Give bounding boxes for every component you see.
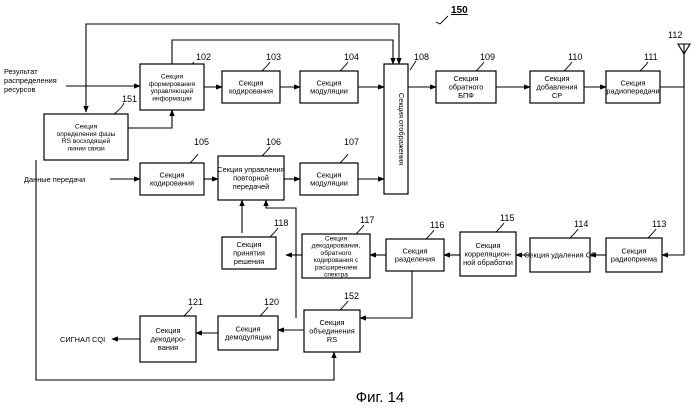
- block-106: Секция управленияповторнойпередачей106: [217, 137, 284, 200]
- block-116: Секцияразделения116: [386, 220, 444, 271]
- block-ref-number: 111: [644, 52, 658, 62]
- output-cqi-signal: СИГНАЛ CQI: [60, 335, 105, 344]
- block-ref-number: 103: [266, 52, 281, 62]
- block-103: Секциякодирования103: [222, 52, 281, 103]
- block-label-line: RS восходящей: [62, 137, 111, 145]
- block-label-line: ной обработки: [463, 258, 513, 267]
- svg-text:распределения: распределения: [4, 76, 57, 85]
- block-ref-number: 118: [274, 218, 288, 228]
- block-104: Секциямодуляции104: [300, 52, 359, 103]
- antenna-ref: 112: [668, 30, 682, 40]
- block-ref-number: 110: [568, 52, 582, 62]
- block-ref-number: 115: [500, 213, 514, 223]
- block-label-line: управляющей: [151, 87, 194, 95]
- block-label-line: Секция удаления CP: [524, 251, 596, 260]
- block-ref-number: 152: [344, 291, 359, 301]
- block-152: СекцияобъединенияRS152: [304, 291, 360, 352]
- block-ref-number: 108: [414, 52, 429, 62]
- block-120: Секциядемодуляции120: [218, 297, 279, 350]
- block-ref-number: 116: [430, 220, 444, 230]
- block-label-line: модуляции: [310, 87, 348, 96]
- block-label-line: радиопередачи: [606, 87, 659, 96]
- block-label-line: RS: [327, 335, 337, 344]
- block-label-line: определения фазы: [57, 131, 116, 138]
- block-label-line: демодуляции: [225, 333, 271, 342]
- block-102: Секцияформированияуправляющейинформации 1…: [140, 52, 211, 110]
- block-ref-number: 120: [264, 297, 279, 307]
- block-121: Секциядекодиро-вания121: [140, 297, 203, 362]
- block-label-line: формирования: [149, 81, 196, 88]
- block-ref-number: 113: [652, 219, 666, 229]
- block-label-line: решения: [234, 257, 264, 266]
- block-label-line: Секция: [161, 74, 184, 81]
- input-tx-data: Данные передачи: [24, 175, 85, 184]
- block-label-line: CP: [552, 91, 562, 100]
- block-ref-number: 107: [344, 137, 359, 147]
- block-107: Секциямодуляции107: [300, 137, 359, 195]
- block-114: Секция удаления CP 114: [524, 219, 596, 272]
- block-label-line: спектра: [324, 272, 348, 279]
- block-label-line: БПФ: [458, 91, 474, 100]
- figure-number: 150: [451, 5, 468, 16]
- block-ref-number: 151: [122, 94, 137, 104]
- antenna-icon: [678, 44, 690, 56]
- block-label-line: кодирования с: [314, 257, 359, 264]
- block-label-line: Секция: [325, 236, 348, 243]
- block-label-line: информации: [152, 95, 192, 102]
- block-118: Секцияпринятиярешения118: [222, 218, 288, 269]
- block-label-line: декодирования,: [312, 243, 361, 250]
- block-ref-number: 117: [360, 215, 374, 225]
- block-label-line: радиоприема: [611, 255, 658, 264]
- block-111: Секциярадиопередачи111: [606, 52, 660, 103]
- block-label-line: расширением: [315, 264, 358, 271]
- block-label-line: кодирования: [150, 179, 194, 188]
- input-resource-allocation: Результат распределения ресурсов: [4, 67, 57, 94]
- block-label-line: кодирования: [229, 87, 273, 96]
- block-117: Секциядекодирования,обратногокодирования…: [302, 215, 374, 279]
- block-ref-number: 104: [344, 52, 359, 62]
- block-label-line: передачей: [233, 182, 270, 191]
- block-108: Секция отображения 108: [384, 52, 429, 194]
- block-label-line: модуляции: [310, 179, 348, 188]
- block-ref-number: 105: [194, 137, 209, 147]
- block-ref-number: 121: [188, 297, 203, 307]
- block-110: СекциядобавленияCP110: [530, 52, 584, 103]
- block-label-line: вания: [158, 343, 178, 352]
- block-109: СекцияобратногоБПФ109: [436, 52, 496, 103]
- block-115: Секциякорреляцион-ной обработки115: [460, 213, 516, 276]
- block-ref-number: 102: [196, 52, 211, 62]
- block-ref-number: 109: [480, 52, 495, 62]
- block-105: Секциякодирования105: [140, 137, 209, 195]
- block-label-line: обратного: [321, 249, 352, 257]
- figure-caption: Фиг. 14: [356, 389, 404, 406]
- block-151: Секцияопределения фазыRS восходящейлинии…: [44, 94, 137, 160]
- svg-text:Результат: Результат: [4, 67, 38, 76]
- block-ref-number: 114: [574, 219, 588, 229]
- block-113: Секциярадиоприема113: [606, 219, 666, 272]
- block-label-line: Секция: [75, 124, 98, 131]
- blocks-group: Секцияформированияуправляющейинформации1…: [44, 52, 666, 362]
- svg-text:ресурсов: ресурсов: [4, 85, 36, 94]
- block-label-line: разделения: [395, 255, 435, 264]
- block-label: Секция отображения: [397, 93, 406, 165]
- block-ref-number: 106: [266, 137, 281, 147]
- block-label-line: линии связи: [67, 145, 105, 152]
